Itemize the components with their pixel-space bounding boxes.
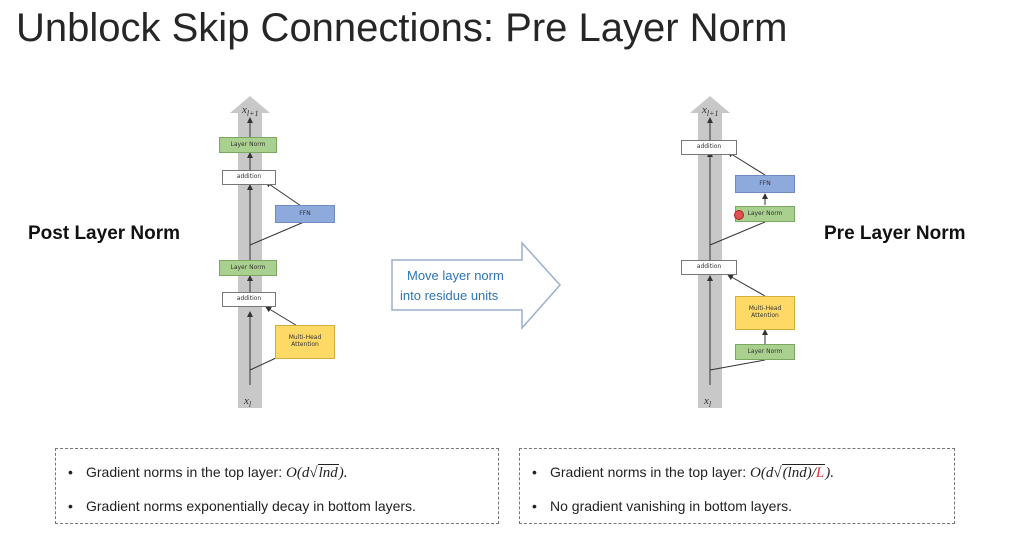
right-note-2: • No gradient vanishing in bottom layers. — [532, 489, 942, 523]
left-note-1: • Gradient norms in the top layer: O(d√ln… — [68, 455, 486, 489]
right-note-1: • Gradient norms in the top layer: O(d√(l… — [532, 455, 942, 489]
right-layer-norm-lower: Layer Norm — [735, 344, 795, 360]
left-note-2-text: Gradient norms exponentially decay in bo… — [86, 498, 416, 514]
right-layer-norm-upper: Layer Norm — [735, 206, 795, 222]
left-notes-box: • Gradient norms in the top layer: O(d√ln… — [55, 448, 499, 524]
bullet: • — [532, 498, 537, 514]
bullet: • — [68, 498, 73, 514]
left-bottom-var: xl — [244, 395, 252, 410]
left-layer-norm-mid: Layer Norm — [219, 260, 277, 276]
right-notes-box: • Gradient norms in the top layer: O(d√(l… — [519, 448, 955, 524]
arrow-caption-line1: Move layer norm — [407, 268, 504, 283]
arrow-caption-line2: into residue units — [400, 288, 499, 303]
transform-arrow — [391, 241, 562, 330]
left-addition-mid: addition — [222, 292, 276, 307]
left-mha: Multi-Head Attention — [275, 325, 335, 359]
left-layer-norm-top: Layer Norm — [219, 137, 277, 153]
bullet: • — [68, 464, 73, 480]
right-addition-top: addition — [681, 140, 737, 155]
left-note-1-math: O(d√lnd). — [286, 464, 348, 481]
right-ffn: FFN — [735, 175, 795, 193]
left-note-2: • Gradient norms exponentially decay in b… — [68, 489, 486, 523]
left-addition-top: addition — [222, 170, 276, 185]
right-bottom-var: xl — [704, 395, 712, 410]
right-note-2-text: No gradient vanishing in bottom layers. — [550, 498, 793, 514]
left-note-1-text: Gradient norms in the top layer: — [86, 464, 286, 480]
right-mha: Multi-Head Attention — [735, 296, 795, 330]
bullet: • — [532, 464, 537, 480]
right-note-1-text: Gradient norms in the top layer: — [550, 464, 750, 480]
post-layer-norm-label: Post Layer Norm — [28, 223, 181, 244]
arrow-caption: Move layer norm into residue units — [400, 266, 530, 306]
left-ffn: FFN — [275, 205, 335, 223]
highlight-marker — [734, 210, 744, 220]
right-top-var: xl+1 — [702, 104, 719, 119]
left-top-var: xl+1 — [242, 104, 259, 119]
pre-layer-norm-label: Pre Layer Norm — [824, 223, 966, 244]
slide-title: Unblock Skip Connections: Pre Layer Norm — [16, 6, 788, 50]
right-connections — [707, 117, 768, 385]
right-note-1-math: O(d√(lnd)/L). — [750, 464, 834, 481]
right-addition-mid: addition — [681, 260, 737, 275]
